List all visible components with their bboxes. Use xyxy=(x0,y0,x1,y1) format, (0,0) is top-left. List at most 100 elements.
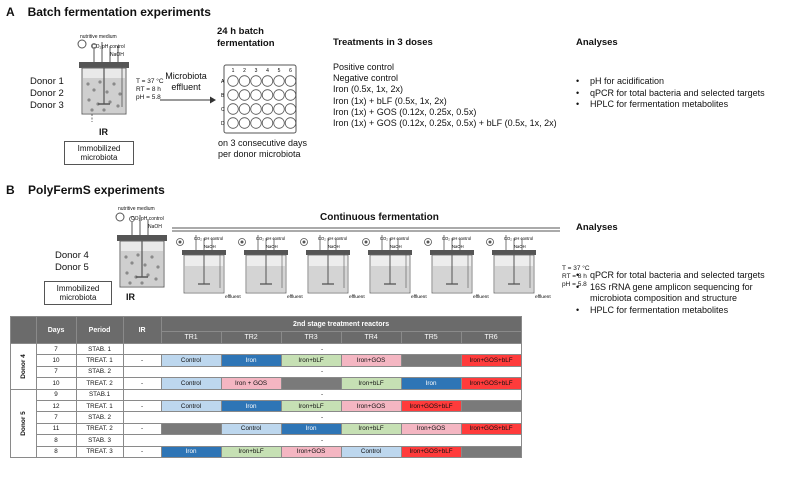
donor-4: Donor 4 xyxy=(55,250,89,261)
ph-b: pH = 5.8 xyxy=(562,281,587,288)
ir-reactor-b-icon xyxy=(115,212,167,288)
plate-well xyxy=(261,103,274,115)
plate-well xyxy=(250,89,262,101)
analyses-list-b: qPCR for total bacteria and selected tar… xyxy=(576,270,780,316)
cell-treatment: Iron+GOS+bLF xyxy=(460,354,522,367)
reactor-port-label: CO₂ xyxy=(318,236,326,241)
cell-treatment xyxy=(400,354,462,367)
plate-well xyxy=(273,75,285,87)
temp-a: T = 37 °C xyxy=(136,78,164,85)
plate-row-label: B xyxy=(221,93,225,99)
conditions-b: T = 37 °C RT = 8 h pH = 5.8 xyxy=(562,265,590,289)
treatment-reactor-icon xyxy=(362,235,412,294)
cell-treatment: Control xyxy=(340,445,402,458)
plate-well xyxy=(250,117,262,129)
cell-period: TREAT. 2 xyxy=(75,377,124,390)
immobilized-b-2: microbiota xyxy=(59,293,97,302)
cell-treatment: Control xyxy=(160,354,222,367)
donor-5: Donor 5 xyxy=(55,262,89,273)
cell-days: 9 xyxy=(35,388,77,401)
batch-title-1: 24 h batch xyxy=(217,26,264,37)
donor-5-label: Donor 5 xyxy=(10,388,37,458)
reactor-port-label: pH control xyxy=(204,236,223,241)
cell-ir: - xyxy=(122,399,162,413)
cell-stab-dash: - xyxy=(122,365,522,379)
header-stage: 2nd stage treatment reactors xyxy=(160,316,522,332)
co2-label-b: CO₂ xyxy=(131,216,141,222)
cell-stab-dash: - xyxy=(122,388,522,401)
batch-title-2: fermentation xyxy=(217,38,275,49)
plate-row-label: D xyxy=(221,121,225,127)
plate-col-label: 4 xyxy=(266,68,269,74)
temp-b: T = 37 °C xyxy=(562,265,590,272)
plate-well xyxy=(261,89,274,101)
effluent-label: effluent xyxy=(287,294,303,300)
effluent-label: effluent xyxy=(225,294,241,300)
header-reactor: TR5 xyxy=(400,331,462,344)
header-corner xyxy=(10,316,37,344)
plate-well xyxy=(273,103,285,115)
treatment-3: Iron (0.5x, 1x, 2x) xyxy=(333,84,404,95)
reactor-port-label: NaOH xyxy=(204,244,216,249)
plate-col-label: 3 xyxy=(255,68,258,74)
donor-1: Donor 1 xyxy=(30,76,64,87)
reactor-port-label: pH control xyxy=(452,236,471,241)
cell-treatment xyxy=(160,422,222,436)
reactor-port-label: CO₂ xyxy=(442,236,450,241)
cell-days: 7 xyxy=(35,365,77,379)
effluent-a-2: effluent xyxy=(171,82,201,92)
plate-well xyxy=(250,75,262,87)
cell-treatment: Iron+GOS+bLF xyxy=(460,377,522,390)
cell-days: 7 xyxy=(35,411,77,424)
treatment-reactor-icon xyxy=(486,235,536,294)
effluent-label: effluent xyxy=(411,294,427,300)
cell-period: STAB. 1 xyxy=(75,342,124,356)
reactor-port-label: NaOH xyxy=(266,244,278,249)
header-reactor: TR1 xyxy=(160,331,222,344)
plate-well xyxy=(250,103,262,115)
cell-treatment: Iron+GOS+bLF xyxy=(460,422,522,436)
ir-reactor-a-icon xyxy=(77,39,129,122)
donor-label-text: Donor 5 xyxy=(19,410,27,436)
continuous-title: Continuous fermentation xyxy=(320,212,439,223)
effluent-a-1: Microbiota xyxy=(165,71,207,81)
plate-well xyxy=(284,103,297,115)
header-reactor: TR3 xyxy=(280,331,342,344)
treatment-reactor-icon xyxy=(424,235,474,294)
reactor-port-label: CO₂ xyxy=(380,236,388,241)
plate-well xyxy=(284,75,297,87)
treatment-5: Iron (1x) + GOS (0.12x, 0.25x, 0.5x) xyxy=(333,106,477,117)
reactor-port-label: pH control xyxy=(514,236,533,241)
cell-treatment: Iron+bLF xyxy=(280,354,342,367)
effluent-label: effluent xyxy=(535,294,551,300)
cell-treatment: Iron+GOS+bLF xyxy=(400,399,462,413)
cell-stab-dash: - xyxy=(122,411,522,424)
treatment-1: Positive control xyxy=(333,62,395,72)
reactor-port-label: pH control xyxy=(390,236,409,241)
cell-period: TREAT. 3 xyxy=(75,445,124,458)
naoh-label-a: NaOH xyxy=(110,52,124,58)
plate-well xyxy=(261,117,274,129)
medium-label-a: nutritive medium xyxy=(80,34,117,40)
consecutive-1: on 3 consecutive days xyxy=(218,138,308,148)
cell-treatment xyxy=(460,445,522,458)
consecutive-2: per donor microbiota xyxy=(218,149,301,159)
section-b-heading: PolyFermS experiments xyxy=(28,183,165,197)
plate-well xyxy=(227,75,239,87)
plate-well xyxy=(227,103,239,115)
analyses-title-a: Analyses xyxy=(576,37,618,48)
cell-period: STAB. 2 xyxy=(75,365,124,379)
analysis-a-3: HPLC for fermentation metabolites xyxy=(576,99,765,111)
section-b-title: B PolyFermS experiments xyxy=(6,183,165,197)
analysis-a-2: qPCR for total bacteria and selected tar… xyxy=(576,88,765,100)
reactor-port-label: CO₂ xyxy=(194,236,202,241)
feed-line-icon xyxy=(172,227,560,232)
plate-well xyxy=(273,89,285,101)
